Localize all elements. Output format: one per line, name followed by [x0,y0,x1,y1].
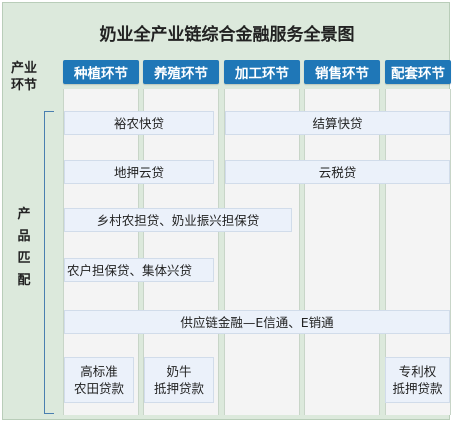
stage-header-planting: 种植环节 [63,60,139,84]
stage-column-sales [304,89,380,415]
stage-axis-label-line2: 环节 [10,78,37,93]
product-box: 结算快贷 [225,111,450,135]
stage-axis-label-line1: 产业 [10,61,37,76]
stage-header-support: 配套环节 [385,60,451,84]
product-axis-char: 匹 [17,251,31,266]
stage-axis-label: 产业 环节 [6,60,42,94]
product-box: 供应链金融—E信通、E销通 [64,310,450,334]
product-bracket [44,111,54,414]
product-box: 云税贷 [225,160,450,184]
stage-header-sales: 销售环节 [304,60,380,84]
product-axis-char: 产 [17,207,31,222]
stage-header-processing: 加工环节 [224,60,300,84]
product-box: 地押云贷 [64,160,214,184]
product-box: 专利权 抵押贷款 [385,357,450,403]
product-axis-label: 产 品 匹 配 [14,204,34,292]
stage-header-breeding: 养殖环节 [143,60,219,84]
product-axis-char: 品 [17,229,31,244]
stage-column-processing [224,89,300,415]
product-box: 奶牛 抵押贷款 [144,357,214,403]
product-box: 高标准 农田贷款 [64,357,134,403]
product-axis-char: 配 [17,273,31,288]
diagram-title: 奶业全产业链综合金融服务全景图 [99,25,355,45]
product-box: 乡村农担贷、奶业振兴担保贷 [64,208,292,232]
product-box: 农户担保贷、集体兴贷 [64,258,214,282]
product-box: 裕农快贷 [64,111,214,135]
